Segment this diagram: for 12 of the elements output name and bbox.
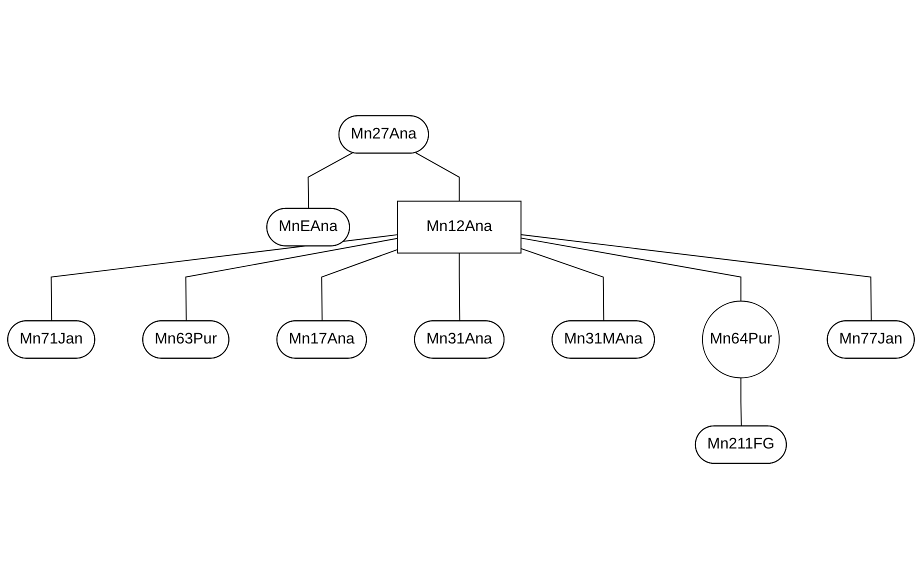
connector (520, 238, 742, 302)
connector (520, 234, 872, 322)
connector (740, 378, 742, 428)
connector (321, 250, 398, 322)
connector (50, 234, 398, 322)
connector (415, 152, 460, 202)
connector (308, 152, 354, 210)
connector (458, 253, 460, 322)
node-box: Mn12Ana (397, 201, 522, 254)
node-circle: Mn64Pur (702, 301, 780, 379)
connector (185, 238, 398, 322)
connector (520, 248, 604, 322)
